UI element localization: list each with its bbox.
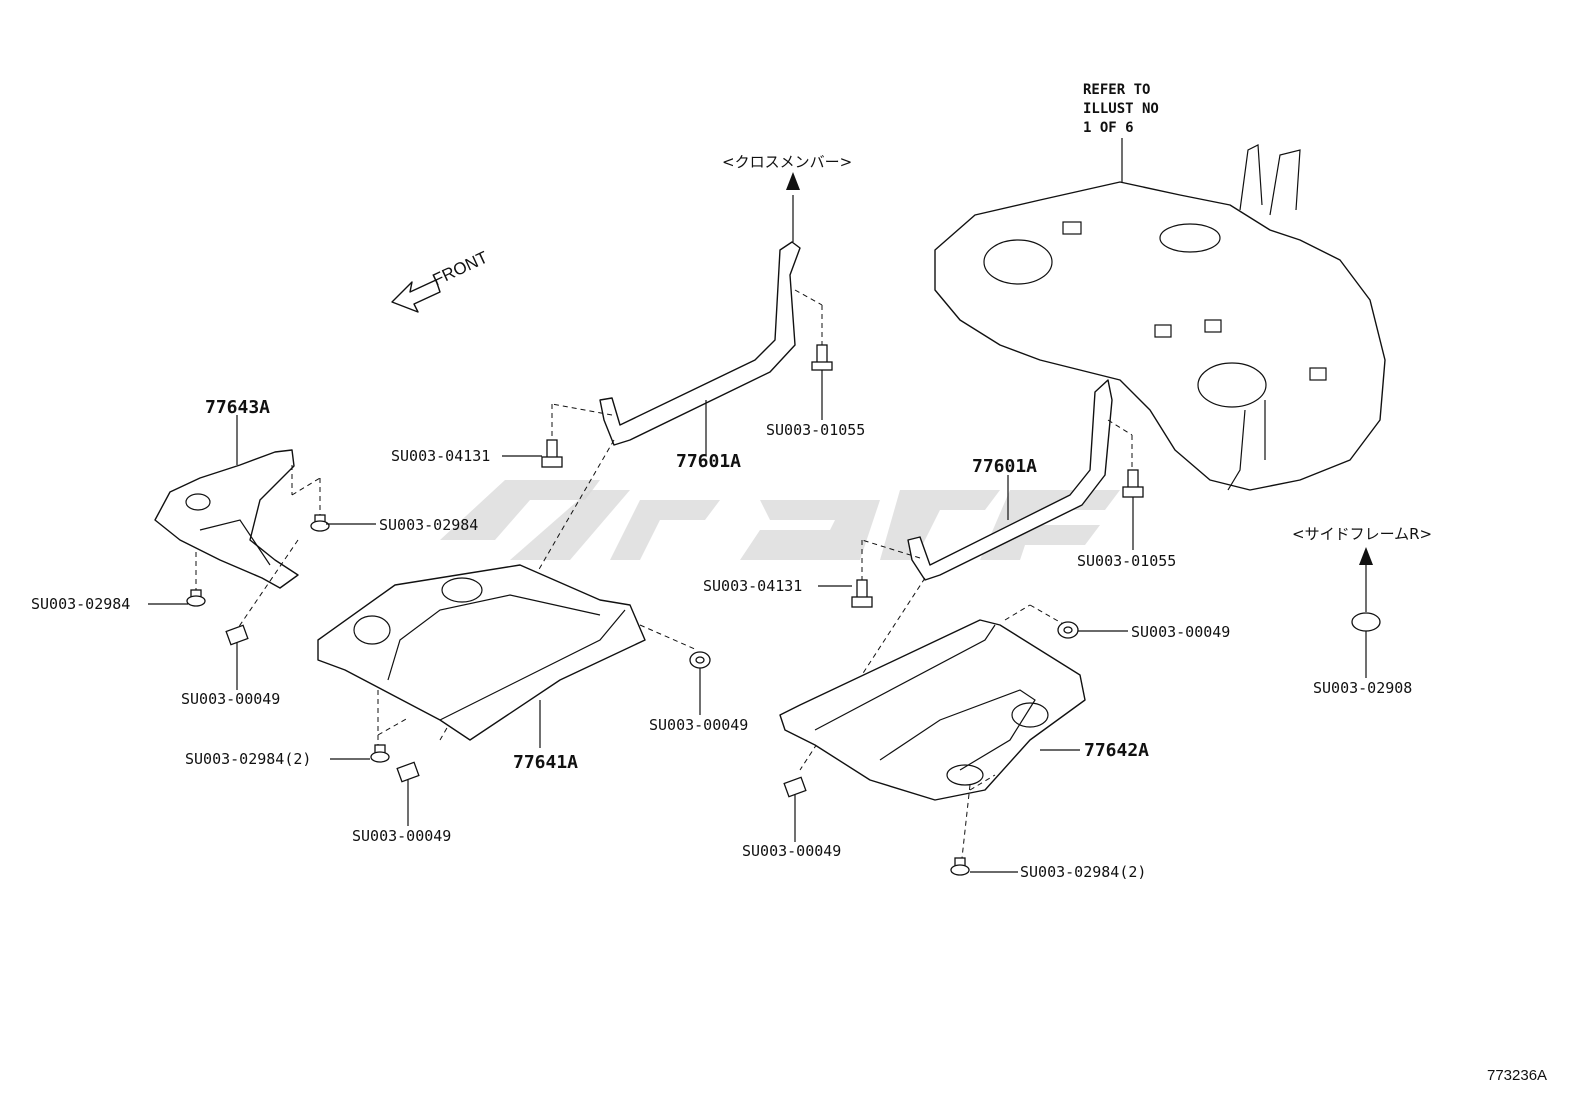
watermark-logo (440, 480, 1120, 560)
fastener-label: SU003-02984(2) (1020, 863, 1146, 881)
part-77643A (154, 449, 321, 629)
washer-00049-d (1057, 621, 1079, 639)
part-label-77601A-right: 77601A (972, 456, 1037, 477)
fastener-label: SU003-00049 (649, 716, 748, 734)
nut-00049-c (396, 761, 420, 783)
refer-note-line-2: ILLUST NO (1083, 101, 1159, 117)
grommet-02908 (1351, 612, 1381, 632)
figure-number: 773236A (1487, 1067, 1547, 1084)
fastener-label: SU003-01055 (766, 421, 865, 439)
front-arrow-icon (391, 279, 441, 313)
part-77642A (779, 604, 1086, 859)
part-label-77601A-left: 77601A (676, 451, 741, 472)
part-label-77641A: 77641A (513, 752, 578, 773)
clip-02984-2-left (370, 744, 390, 763)
nut-00049-e (783, 776, 807, 798)
part-label-77642A: 77642A (1084, 740, 1149, 761)
fastener-label: SU003-00049 (1131, 623, 1230, 641)
bolt-01055-left (811, 344, 833, 371)
front-indicator: FRONT (391, 248, 491, 313)
fastener-label: SU003-00049 (352, 827, 451, 845)
refer-note: REFER TO ILLUST NO 1 OF 6 (1083, 82, 1159, 136)
up-arrow-icon (786, 172, 800, 190)
fastener-label: SU003-02908 (1313, 679, 1412, 697)
nut-00049-a (225, 624, 249, 646)
fastener-label: SU003-04131 (703, 577, 802, 595)
leader-lines (148, 138, 1373, 873)
washer-00049-b (689, 651, 711, 669)
cross-member-label: <クロスメンバー> (722, 153, 852, 171)
fastener-label: SU003-02984 (31, 595, 130, 613)
clip-02984-2-right (950, 857, 970, 876)
part-77641A (317, 564, 698, 745)
fuel-tank (934, 144, 1386, 491)
bolt-04131-right (851, 579, 873, 608)
clip-02984-a (310, 514, 330, 532)
refer-note-line-1: REFER TO (1083, 82, 1150, 98)
up-arrow-icon (1359, 547, 1373, 565)
fastener-label: SU003-04131 (391, 447, 490, 465)
fastener-label: SU003-00049 (181, 690, 280, 708)
front-label: FRONT (430, 248, 491, 290)
fasteners (186, 344, 1381, 876)
bolt-04131-left (541, 439, 563, 468)
fastener-label: SU003-01055 (1077, 552, 1176, 570)
refer-note-line-3: 1 OF 6 (1083, 120, 1134, 136)
fastener-label: SU003-02984(2) (185, 750, 311, 768)
side-frame-r-label: <サイドフレームR> (1292, 525, 1432, 543)
clip-02984-b (186, 589, 206, 607)
part-label-77643A: 77643A (205, 397, 270, 418)
fastener-label: SU003-02984 (379, 516, 478, 534)
bolt-01055-right (1122, 469, 1144, 498)
fastener-label: SU003-00049 (742, 842, 841, 860)
